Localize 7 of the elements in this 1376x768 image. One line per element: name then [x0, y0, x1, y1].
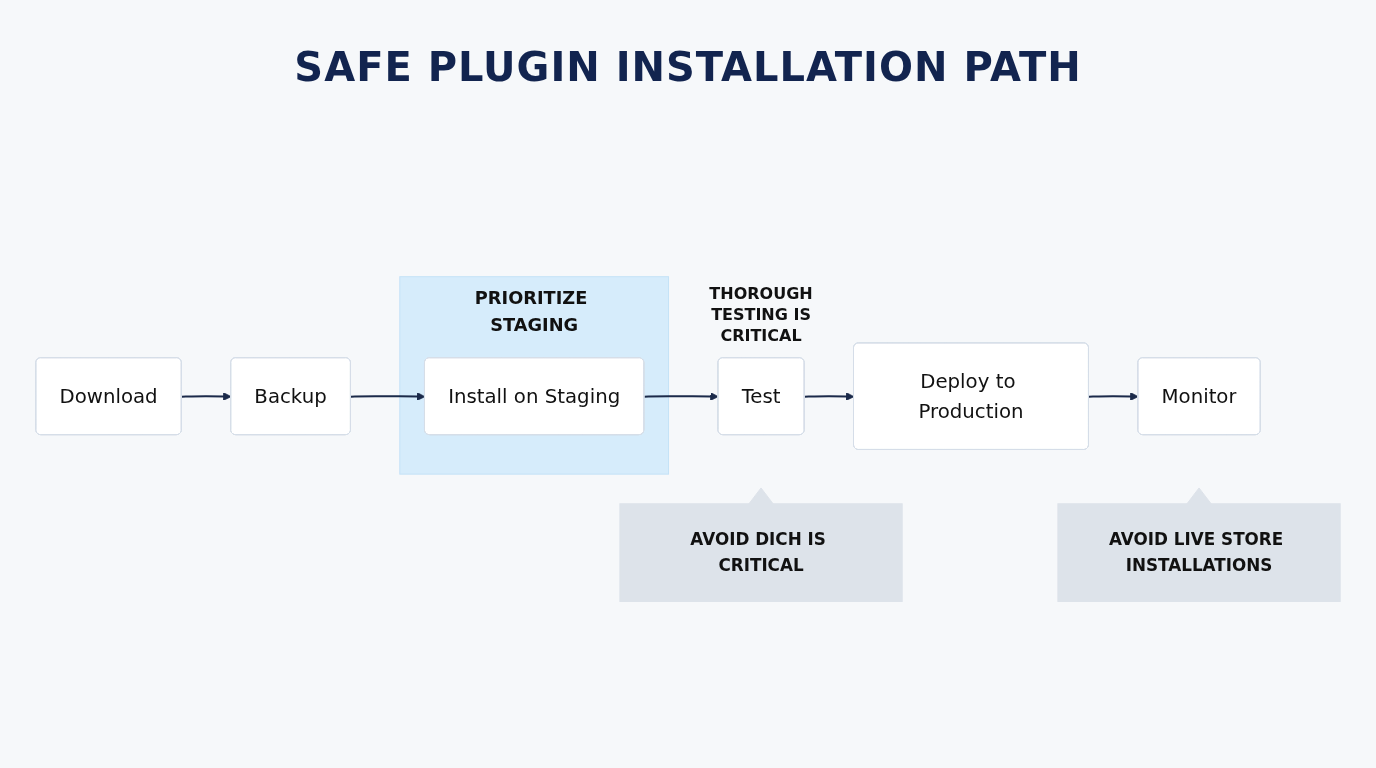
callout-text: THOROUGH TESTING IS CRITICAL — [708, 283, 814, 346]
arrow — [803, 392, 855, 402]
arrow — [180, 392, 232, 402]
arrow — [643, 392, 719, 402]
arrow — [349, 392, 426, 402]
diagram-title: SAFE PLUGIN INSTALLATION PATH — [293, 43, 1083, 90]
arrow — [1087, 392, 1139, 402]
